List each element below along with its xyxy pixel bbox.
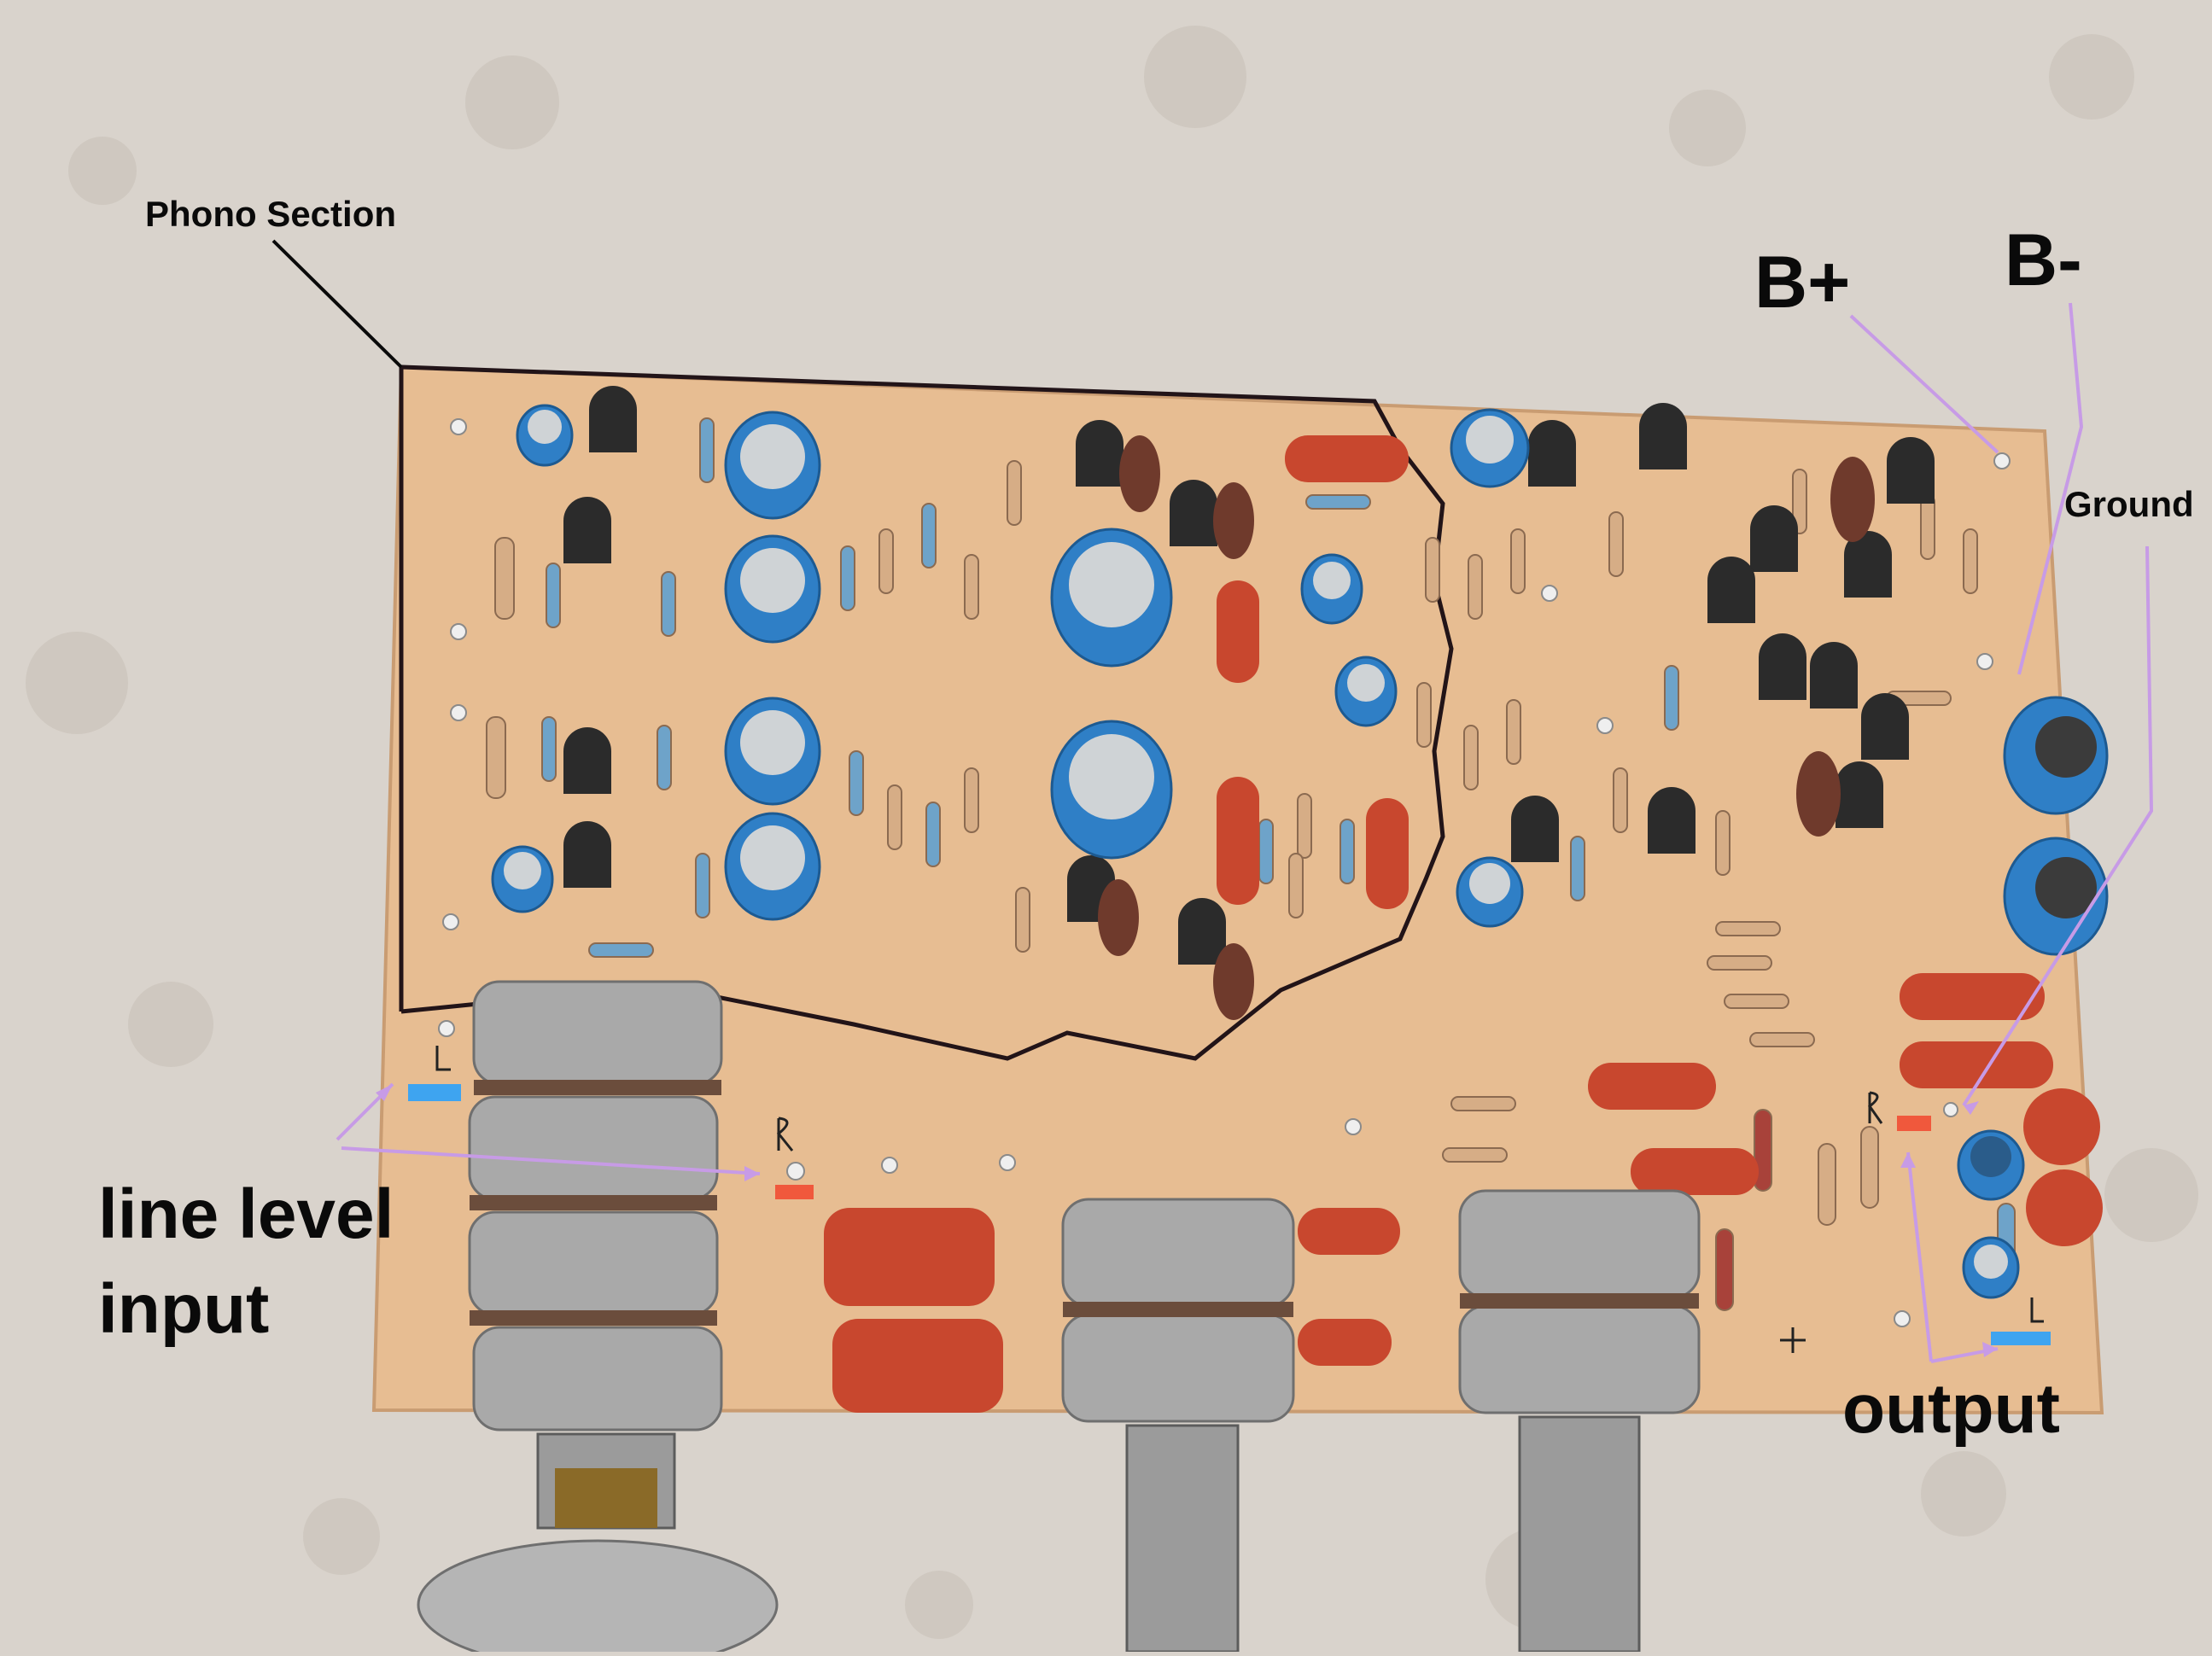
annotation-arrows [336, 302, 2154, 1363]
b-minus-label: B- [2005, 219, 2082, 301]
board-handwriting [435, 1046, 2044, 1353]
brown-capacitors [1098, 435, 1875, 1020]
marker-blue-output [1991, 1332, 2051, 1345]
phono-section-label: Phono Section [145, 194, 396, 234]
output-label: output [1842, 1370, 2060, 1448]
arrow-heads [376, 1084, 1998, 1357]
ground-label: Ground [2064, 484, 2194, 524]
line-level-input-line2: input [98, 1269, 270, 1348]
marker-blue-left [408, 1084, 461, 1101]
marker-red-right-input [775, 1185, 814, 1199]
line-level-input-line1: line level [98, 1175, 394, 1253]
red-capacitors [824, 435, 2103, 1413]
b-plus-label: B+ [1754, 242, 1851, 324]
knob-base [417, 1539, 779, 1656]
line-level-input-label: line level input [98, 1168, 394, 1356]
transistors [563, 386, 1935, 965]
blue-capacitors [491, 404, 2109, 1299]
board-holes [438, 418, 2011, 1327]
phono-leader-line [271, 239, 403, 369]
brass-threads [555, 1468, 657, 1528]
marker-red-output [1897, 1116, 1931, 1131]
potentiometers [417, 980, 1701, 1656]
carpet-texture [26, 26, 2198, 1639]
resistors [486, 417, 2016, 1311]
